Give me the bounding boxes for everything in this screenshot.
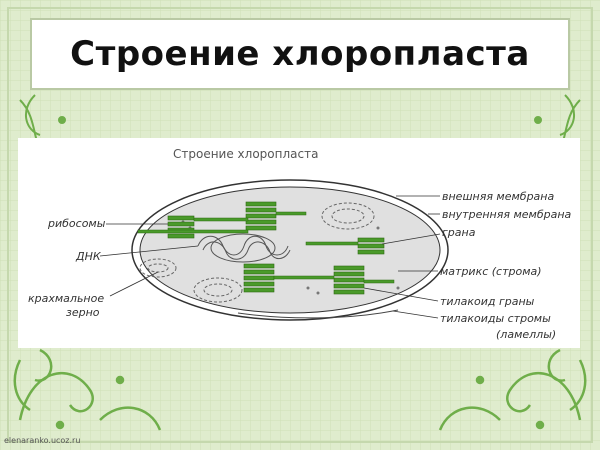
leader-lines-right [363,195,441,319]
chloroplast-diagram: Строение хлоропласта [28,147,572,341]
leader-lines-left [99,223,199,297]
starch-grains [139,202,375,303]
diagram-panel: Строение хлоропласта [18,138,580,348]
lamella-arc [237,309,399,319]
labels-left: рибосомы ДНК крахмальное зерно [28,217,106,319]
slide-title: Строение хлоропласта [70,34,530,74]
ribosomes-dots [181,220,400,295]
label-dna: ДНК [75,250,102,263]
label-ribosomes: рибосомы [47,217,106,230]
label-outer-membrane: внешняя мембрана [442,190,554,203]
swirl-ornament-bottom-left [13,348,162,431]
title-banner: Строение хлоропласта [30,18,570,90]
label-starch-line2: зерно [66,306,100,319]
label-lamellae: (ламеллы) [496,328,556,341]
grana-stacks [167,201,385,295]
label-grana: грана [442,226,476,239]
swirl-ornament-bottom-right [438,348,587,431]
source-credit: elenaranko.ucoz.ru [4,436,81,445]
label-granum-thylakoid: тилакоид граны [440,295,535,308]
label-matrix: матрикс (строма) [440,265,542,278]
label-inner-membrane: внутренняя мембрана [442,208,572,221]
label-stroma-thylakoids: тилакоиды стромы [440,312,551,325]
stroma-thylakoids [137,211,395,284]
labels-right: внешняя мембрана внутренняя мембрана гра… [440,190,572,341]
label-starch-line1: крахмальное [28,292,104,305]
dna-loops [197,233,291,263]
diagram-heading: Строение хлоропласта [173,147,318,161]
